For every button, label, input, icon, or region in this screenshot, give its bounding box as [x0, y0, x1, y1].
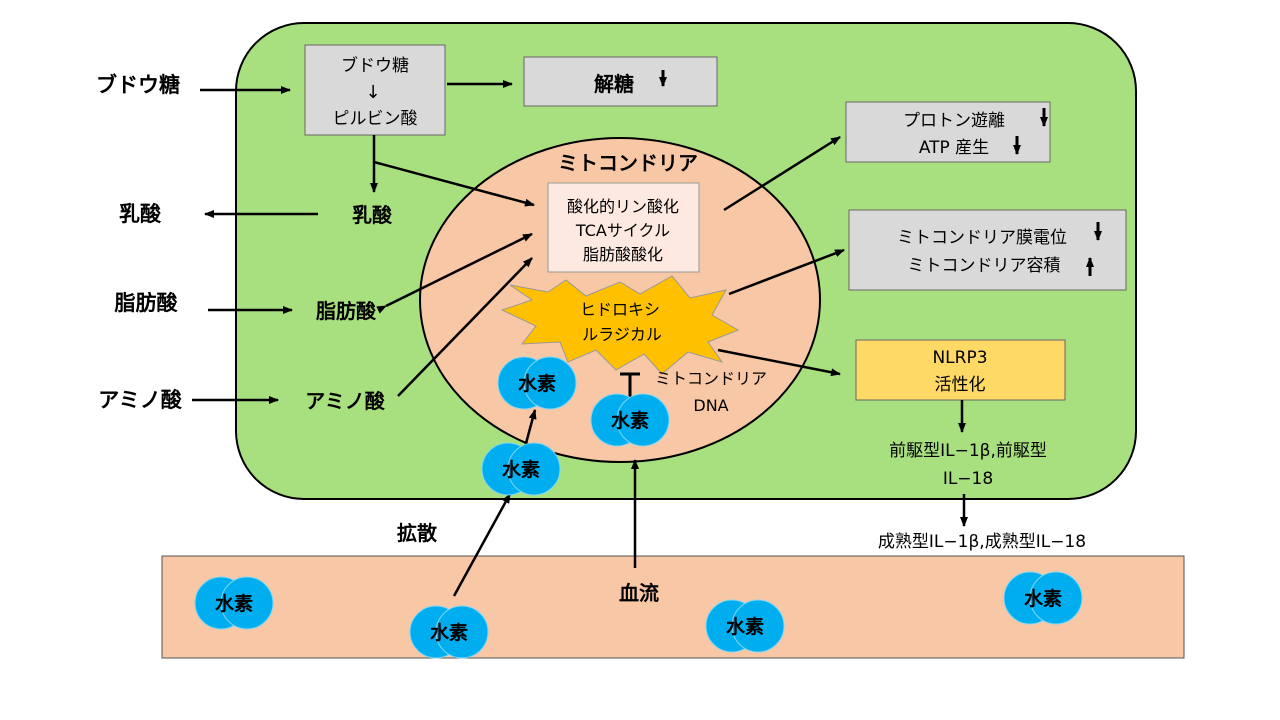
proton-line1: プロトン遊離 — [903, 111, 1005, 131]
nlrp3-box — [855, 339, 1066, 401]
process-line1: 酸化的リン酸化 — [567, 197, 679, 216]
left-fatty-acid-label: 脂肪酸 — [115, 291, 179, 315]
left-glucose-label: ブドウ糖 — [96, 73, 180, 97]
hydrogen-blood-1: 水素 — [194, 576, 274, 630]
left-lactate-label: 乳酸 — [119, 202, 162, 226]
arrow-pyruvate-to-mito — [373, 160, 535, 207]
membrane-line2: ミトコンドリア容積 — [908, 256, 1061, 276]
mature-il-label: 成熟型IL−1β,成熟型IL−18 — [878, 531, 1086, 552]
cell-fatty-acid-label: 脂肪酸 — [316, 299, 377, 323]
mitochondria-title: ミトコンドリア — [558, 151, 698, 175]
indicator-arrows — [659, 70, 1102, 276]
glucose-box-line2: ピルビン酸 — [333, 109, 418, 129]
glucose-pyruvate-box — [304, 44, 446, 136]
nlrp3-line1: NLRP3 — [932, 348, 987, 368]
radical-line1: ヒドロキシ — [580, 300, 660, 319]
glycolysis-box — [523, 56, 718, 107]
hydrogen-blood-1-label: 水素 — [215, 592, 253, 615]
arrows — [192, 80, 968, 597]
mtdna-line1: ミトコンドリア — [655, 369, 767, 388]
hydrogen-mito-2-label: 水素 — [611, 409, 649, 432]
arrow-diffusion — [452, 493, 512, 597]
glucose-box-line1: ブドウ糖 — [341, 55, 409, 76]
hydrogen-blood-3-label: 水素 — [726, 615, 764, 638]
hydrogen-mito-1: 水素 — [497, 356, 577, 410]
arrow-to-nlrp3 — [717, 348, 841, 377]
process-box — [547, 182, 700, 273]
nlrp3-line2: 活性化 — [935, 375, 986, 395]
left-amino-acid-label: アミノ酸 — [98, 388, 183, 412]
pro-il-line2: IL−18 — [943, 469, 993, 489]
hydrogen-blood-2-label: 水素 — [430, 621, 468, 644]
hydroxyl-radical-burst — [500, 275, 740, 375]
process-line3: 脂肪酸酸化 — [583, 245, 663, 264]
hydrogen-molecules: 水素水素水素水素水素水素水素 — [194, 356, 1083, 659]
membrane-line1: ミトコンドリア膜電位 — [897, 228, 1067, 248]
hydrogen-mito-2: 水素 — [590, 393, 670, 447]
hydrogen-cytosol-label: 水素 — [502, 458, 540, 481]
hydrogen-mito-1-label: 水素 — [518, 372, 556, 395]
arrow-h2-to-mito — [523, 409, 537, 448]
diffusion-label: 拡散 — [397, 521, 438, 545]
arrow-to-proton-box — [723, 135, 841, 212]
hydrogen-blood-3: 水素 — [705, 599, 785, 653]
hydrogen-blood-4-label: 水素 — [1024, 587, 1062, 610]
hydrogen-cytosol: 水素 — [481, 442, 561, 496]
atp-line2: ATP 産生 — [919, 138, 989, 158]
glucose-box-arrow: ↓ — [365, 82, 380, 103]
membrane-potential-box — [848, 209, 1127, 291]
process-line2: TCAサイクル — [575, 221, 670, 240]
arrow-fatty-acid-bidir — [376, 232, 533, 314]
pro-il-line1: 前駆型IL−1β,前駆型 — [889, 441, 1047, 461]
radical-line2: ルラジカル — [582, 325, 662, 344]
hydrogen-blood-4: 水素 — [1003, 571, 1083, 625]
arrow-amino-acid-to-mito — [397, 257, 533, 397]
glycolysis-label: 解糖 — [594, 72, 634, 96]
cell-lactate-label: 乳酸 — [352, 203, 393, 227]
arrow-to-membrane-box — [728, 248, 845, 296]
mtdna-line2: DNA — [693, 396, 728, 415]
hydrogen-blood-2: 水素 — [409, 605, 489, 659]
cell-amino-acid-label: アミノ酸 — [305, 389, 386, 413]
blood-flow-label: 血流 — [619, 581, 659, 605]
